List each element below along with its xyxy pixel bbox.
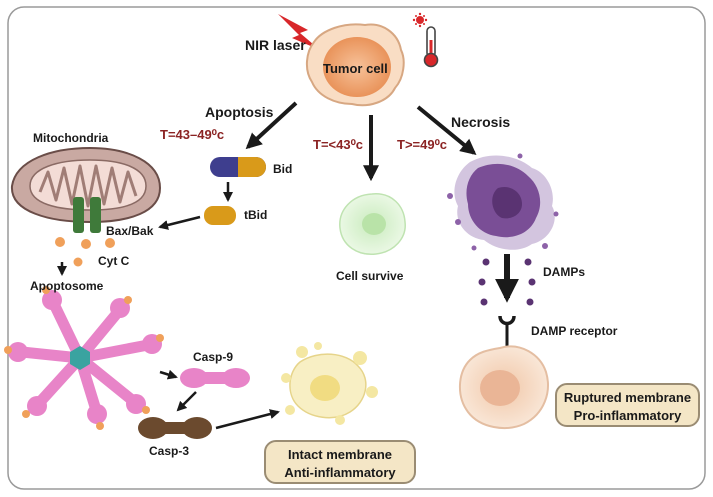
temp-survive-label: T=<43⁰c (313, 137, 364, 152)
casp3-label: Casp-3 (149, 444, 190, 458)
mitochondria (10, 146, 162, 224)
intact-membrane-text: Intact membrane (287, 447, 393, 462)
cyt-c-label: Cyt C (98, 254, 130, 268)
temp-necrosis-label: T>=49⁰c (397, 137, 448, 152)
mitochondria-label: Mitochondria (33, 131, 109, 145)
bid-protein (210, 157, 266, 177)
ruptured-membrane-box: Ruptured membrane Pro-inflammatory (555, 383, 700, 427)
tbid-protein (204, 206, 236, 225)
casp3-protein (138, 417, 212, 439)
arrow-to-apoptotic-cell (215, 409, 280, 430)
arrow-to-necrosis (416, 105, 477, 156)
virus-icon (412, 12, 428, 28)
tumor-cell (306, 23, 405, 107)
arrow-to-apoptosis (245, 101, 298, 150)
nir-laser-label: NIR laser (245, 37, 306, 53)
damp-receptor-label: DAMP receptor (531, 324, 618, 338)
arrow-to-casp3 (176, 391, 197, 412)
receptor-cell (459, 345, 549, 429)
arrow-tbid-to-baxbak (158, 215, 201, 230)
tumor-cell-label: Tumor cell (323, 61, 388, 76)
necrotic-cell (447, 153, 559, 251)
bax-protein (73, 197, 84, 233)
apoptosome-label: Apoptosome (30, 279, 104, 293)
damps-dots (478, 258, 536, 306)
arrow-to-casp9 (159, 369, 178, 380)
pro-inflammatory-text: Pro-inflammatory (573, 408, 682, 423)
casp9-protein (180, 368, 250, 388)
survive-cell (339, 193, 406, 255)
ruptured-membrane-text: Ruptured membrane (563, 390, 692, 405)
apoptosome (4, 286, 164, 430)
intact-membrane-box: Intact membrane Anti-inflammatory (264, 440, 416, 484)
cell-survive-label: Cell survive (336, 269, 404, 283)
necrosis-label: Necrosis (451, 114, 511, 130)
cyt-c-dots (55, 237, 115, 267)
temp-apoptosis-label: T=43–49⁰c (160, 127, 225, 142)
tbid-label: tBid (244, 208, 268, 222)
bak-protein (90, 197, 101, 233)
bax-bak-label: Bax/Bak (106, 224, 154, 238)
apoptotic-cell (281, 342, 378, 425)
lightning-icon (278, 14, 320, 50)
anti-inflammatory-text: Anti-inflammatory (284, 465, 396, 480)
bid-label: Bid (273, 162, 293, 176)
apoptosis-label: Apoptosis (205, 104, 274, 120)
thermometer-icon (423, 26, 439, 68)
damps-label: DAMPs (543, 265, 586, 279)
casp9-label: Casp-9 (193, 350, 234, 364)
